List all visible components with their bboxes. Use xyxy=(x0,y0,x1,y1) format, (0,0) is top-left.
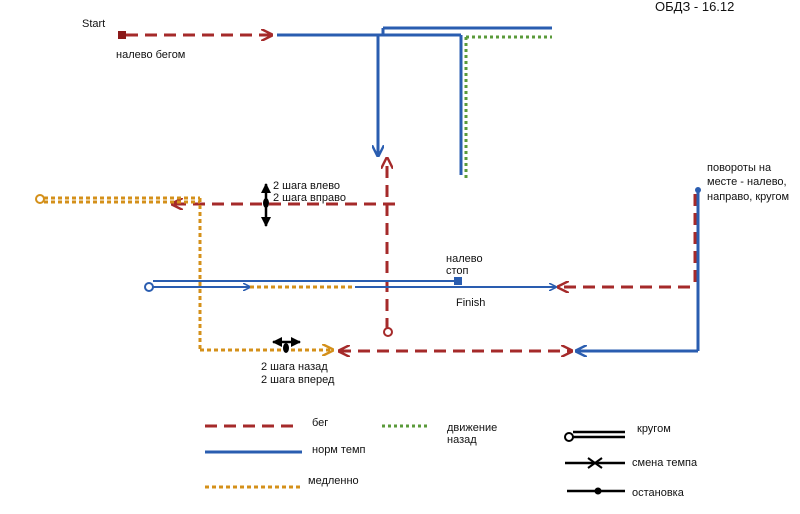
start-marker xyxy=(118,31,126,39)
legend-around-label: кругом xyxy=(637,423,671,435)
steps-side-label-2: 2 шага вправо xyxy=(273,192,346,204)
run-circle-marker xyxy=(383,327,393,337)
finish-label: Finish xyxy=(456,297,485,309)
left-stop-label-1: налево xyxy=(446,253,483,265)
turns-label-1: повороты на xyxy=(707,162,772,174)
steps-fb-label-1: 2 шага назад xyxy=(261,361,328,373)
left-stop-label-2: стоп xyxy=(446,265,469,277)
side-steps-stop-dot xyxy=(263,198,269,208)
fb-steps-stop-dot xyxy=(283,343,289,353)
start-label: Start xyxy=(82,18,105,30)
steps-side-label-1: 2 шага влево xyxy=(273,180,340,192)
legend-stop-dot xyxy=(594,487,602,495)
legend-pace-arrow-left xyxy=(593,457,603,469)
legend-pace-label: смена темпа xyxy=(632,457,698,469)
legend-stop-label: остановка xyxy=(632,487,685,499)
steps-fb-label-2: 2 шага вперед xyxy=(261,374,335,386)
legend-back-label-2: назад xyxy=(447,434,477,446)
diagram-title: ОБДЗ - 16.12 xyxy=(655,0,734,14)
legend-run-label: бег xyxy=(312,417,328,429)
legend-slow-label: медленно xyxy=(308,475,359,487)
norm-circle-marker xyxy=(144,282,154,292)
legend-around-circle xyxy=(564,432,574,442)
legend: бег норм темп медленно движение назад кр… xyxy=(205,417,698,499)
legend-back-label-1: движение xyxy=(447,422,497,434)
legend-norm-label: норм темп xyxy=(312,444,366,456)
left-stop-marker xyxy=(454,277,462,285)
turns-label-2: месте - налево, xyxy=(707,176,787,188)
turns-label-3: направо, кругом xyxy=(707,191,789,203)
slow-circle-marker xyxy=(35,194,45,204)
left-run-label: налево бегом xyxy=(116,49,185,61)
